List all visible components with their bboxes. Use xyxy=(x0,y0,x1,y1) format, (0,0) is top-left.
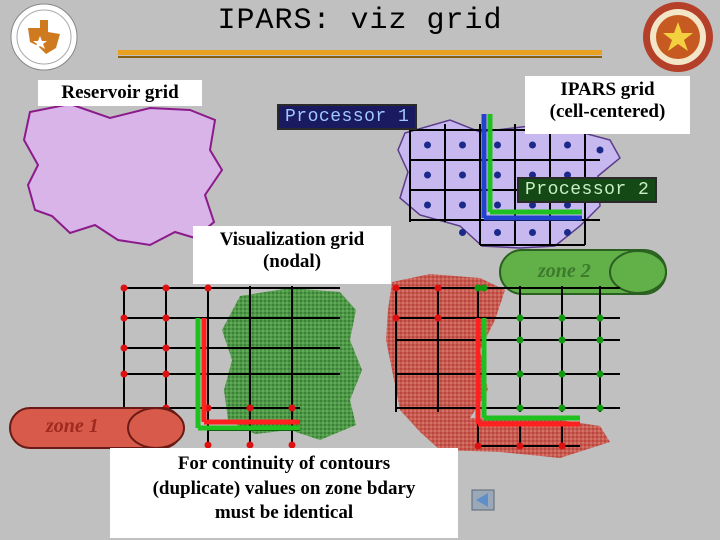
viz-node-dot xyxy=(516,404,524,412)
viz-node-dot xyxy=(162,370,170,378)
processor-2-label: Processor 2 xyxy=(517,177,658,203)
viz-node-dot xyxy=(480,284,488,292)
viz-node-dot xyxy=(596,336,604,344)
viz-node-dot xyxy=(162,344,170,352)
zone-1-pill[interactable] xyxy=(9,407,185,449)
viz-node-dot xyxy=(558,442,566,450)
ipars-cell-dot xyxy=(564,141,571,149)
viz-node-dot xyxy=(474,442,482,450)
viz-grid-label-line1: Visualization grid xyxy=(219,229,365,250)
viz-node-dot xyxy=(516,336,524,344)
viz-node-dot xyxy=(434,314,442,322)
note-line-1: For continuity of contours xyxy=(177,453,391,474)
title-underline-shadow xyxy=(118,56,602,58)
note-line-3: must be identical xyxy=(214,502,354,524)
zone-2-pill[interactable] xyxy=(499,249,667,295)
ipars-cell-dot xyxy=(564,171,571,179)
viz-node-dot xyxy=(120,344,128,352)
ipars-cell-dot xyxy=(459,171,466,179)
zone-1-label: zone 1 xyxy=(46,415,99,437)
viz-node-dot xyxy=(516,442,524,450)
viz-node-dot xyxy=(120,370,128,378)
viz-zone-boundary-right xyxy=(475,318,580,427)
ipars-cell-dot xyxy=(424,141,431,149)
ipars-cell-dot xyxy=(564,201,571,209)
ipars-grid-cell-dots xyxy=(424,141,604,236)
viz-node-dot xyxy=(204,284,212,292)
texas-state-seal-icon xyxy=(10,3,78,71)
ipars-cell-dot xyxy=(529,201,536,209)
viz-node-dot xyxy=(558,404,566,412)
viz-node-dot xyxy=(596,370,604,378)
viz-node-dot xyxy=(516,314,524,322)
ipars-cell-dot xyxy=(424,171,431,179)
zone-1-viz-region xyxy=(386,274,610,458)
reservoir-region xyxy=(22,102,224,247)
previous-slide-arrow-icon[interactable] xyxy=(471,489,495,511)
viz-node-dot xyxy=(120,284,128,292)
ipars-cell-dot xyxy=(494,171,501,179)
viz-node-dot xyxy=(204,441,212,449)
note-line-2: (duplicate) values on zone bdary xyxy=(152,477,416,499)
viz-node-dot xyxy=(162,284,170,292)
viz-node-dot xyxy=(434,284,442,292)
ipars-cell-dot xyxy=(494,229,501,236)
viz-node-dot xyxy=(558,370,566,378)
slide-title: IPARS: viz grid xyxy=(217,4,503,38)
ipars-cell-dot xyxy=(529,141,536,149)
reservoir-grid-label: Reservoir grid xyxy=(38,80,202,106)
ipars-cell-dot xyxy=(529,229,536,236)
viz-node-dot xyxy=(392,284,400,292)
ipars-cell-dot xyxy=(494,201,501,209)
viz-node-dot xyxy=(516,370,524,378)
ipars-cell-dot xyxy=(459,141,466,149)
ipars-cell-dot xyxy=(459,201,466,209)
ipars-grid-label-line1: IPARS grid xyxy=(560,79,655,100)
ipars-processor-boundary xyxy=(481,114,582,221)
viz-zone-boundary-left xyxy=(195,318,300,431)
viz-node-dot xyxy=(596,404,604,412)
viz-node-dot xyxy=(162,314,170,322)
viz-node-dot xyxy=(246,441,254,449)
ipars-cell-dot xyxy=(424,201,431,209)
viz-node-dot xyxy=(392,314,400,322)
viz-grid-left-nodes xyxy=(120,284,296,449)
ipars-cell-dot xyxy=(529,171,536,179)
university-seal-icon xyxy=(638,0,720,76)
viz-node-dot xyxy=(474,284,482,292)
viz-node-dot xyxy=(288,404,296,412)
viz-node-dot xyxy=(246,404,254,412)
title-underline xyxy=(118,50,602,55)
note-box: For continuity of contours (duplicate) v… xyxy=(110,448,458,538)
ipars-cell-dot xyxy=(494,141,501,149)
ipars-cell-dot xyxy=(564,229,571,236)
viz-grid-label-line2: (nodal) xyxy=(262,250,322,272)
processor-1-label: Processor 1 xyxy=(277,104,418,130)
ipars-grid-label-line2: (cell-centered) xyxy=(549,100,666,122)
ipars-cell-dot xyxy=(596,146,604,154)
viz-grid-right-nodes xyxy=(392,284,604,450)
viz-node-dot xyxy=(596,314,604,322)
ipars-cell-dot xyxy=(459,229,466,236)
viz-node-dot xyxy=(120,314,128,322)
viz-node-dot xyxy=(558,314,566,322)
ipars-grid-label: IPARS grid (cell-centered) xyxy=(525,76,690,134)
viz-node-dot xyxy=(558,336,566,344)
viz-node-dot xyxy=(288,441,296,449)
zone-2-label: zone 2 xyxy=(538,260,591,282)
viz-grid-label: Visualization grid (nodal) xyxy=(193,226,391,284)
